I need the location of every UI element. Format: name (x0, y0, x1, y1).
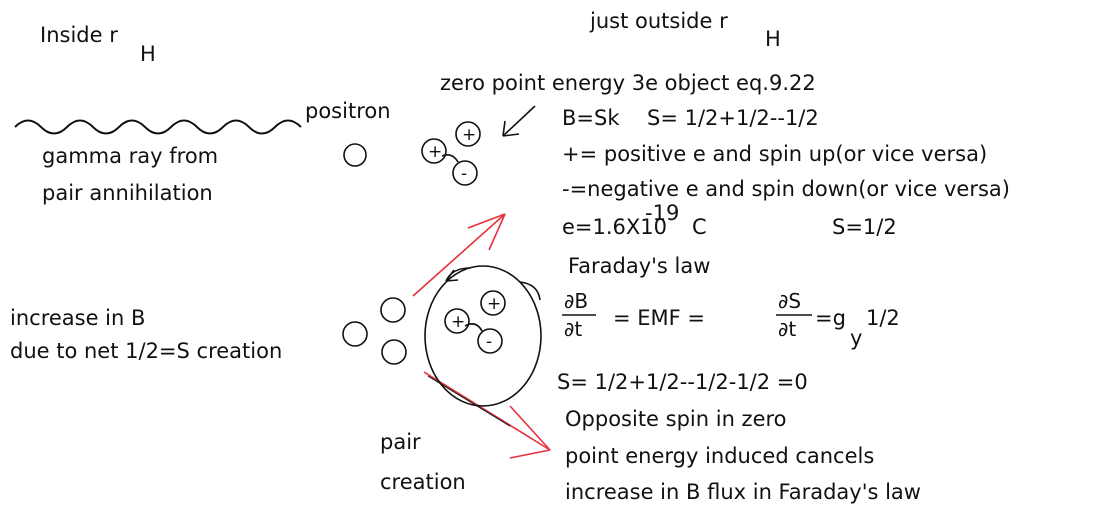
s-sum-label: S= 1/2+1/2--1/2 (647, 106, 819, 130)
electron-charge-unit: C (692, 215, 707, 239)
creation-label: creation (380, 470, 466, 494)
pair-circle (342, 321, 368, 347)
plus-sign: + (451, 312, 465, 332)
increase-in-b-line2: due to net 1/2=S creation (10, 339, 282, 363)
pointer-arrow (502, 105, 536, 137)
plus-sign: + (462, 125, 476, 145)
gamma-ray-label-line1: gamma ray from (42, 144, 218, 168)
three-e-object-top: + + - (421, 121, 481, 186)
gamma-ray-label-line2: pair annihilation (42, 181, 213, 205)
inside-rh-label: Inside r (40, 23, 118, 47)
emf-equals: = EMF = (613, 306, 705, 330)
g-subscript: y (850, 326, 862, 350)
fraction-dt-denominator: ∂t (778, 317, 796, 341)
s-half-label: S=1/2 (832, 215, 897, 239)
electron-charge-value: e=1.6X10 (562, 215, 667, 239)
just-outside-rh-subscript: H (765, 27, 781, 51)
minus-definition: -=negative e and spin down(or vice versa… (562, 177, 1010, 201)
pair-label: pair (380, 430, 421, 454)
minus-sign: - (461, 164, 467, 184)
fraction-dS-numerator: ∂S (778, 289, 801, 313)
g-half: 1/2 (866, 306, 900, 330)
fraction-dB-numerator: ∂B (564, 289, 588, 313)
opposite-spin-line3: increase in B flux in Faraday's law (565, 480, 921, 504)
just-outside-rh-label: just outside r (589, 9, 728, 33)
pair-circle (381, 339, 407, 365)
red-arrow-upper (412, 213, 506, 297)
electron-charge-exponent: -19 (645, 201, 679, 225)
positron-label: positron (305, 99, 391, 123)
s-zero-sum: S= 1/2+1/2--1/2-1/2 =0 (557, 370, 808, 394)
positron-circle (343, 143, 367, 167)
three-e-object-lower: + + - (444, 290, 506, 354)
equals-g: =g (815, 306, 846, 330)
b-equals-sk-label: B=Sk (562, 106, 620, 130)
plus-sign: + (487, 294, 501, 314)
circulation-loop (424, 265, 542, 407)
opposite-spin-line1: Opposite spin in zero (565, 407, 787, 431)
fraction-dt-denominator: ∂t (564, 317, 582, 341)
plus-definition: += positive e and spin up(or vice versa) (562, 142, 987, 166)
pair-circle (380, 297, 406, 323)
increase-in-b-line1: increase in B (10, 306, 145, 330)
inside-rh-subscript: H (140, 42, 156, 66)
faraday-law-label: Faraday's law (568, 254, 710, 278)
zero-point-energy-label: zero point energy 3e object eq.9.22 (440, 71, 816, 95)
plus-sign: + (428, 142, 442, 162)
minus-sign: - (486, 332, 492, 352)
gamma-ray-wave (14, 119, 302, 135)
opposite-spin-line2: point energy induced cancels (565, 444, 874, 468)
red-arrow-lower (423, 371, 551, 459)
